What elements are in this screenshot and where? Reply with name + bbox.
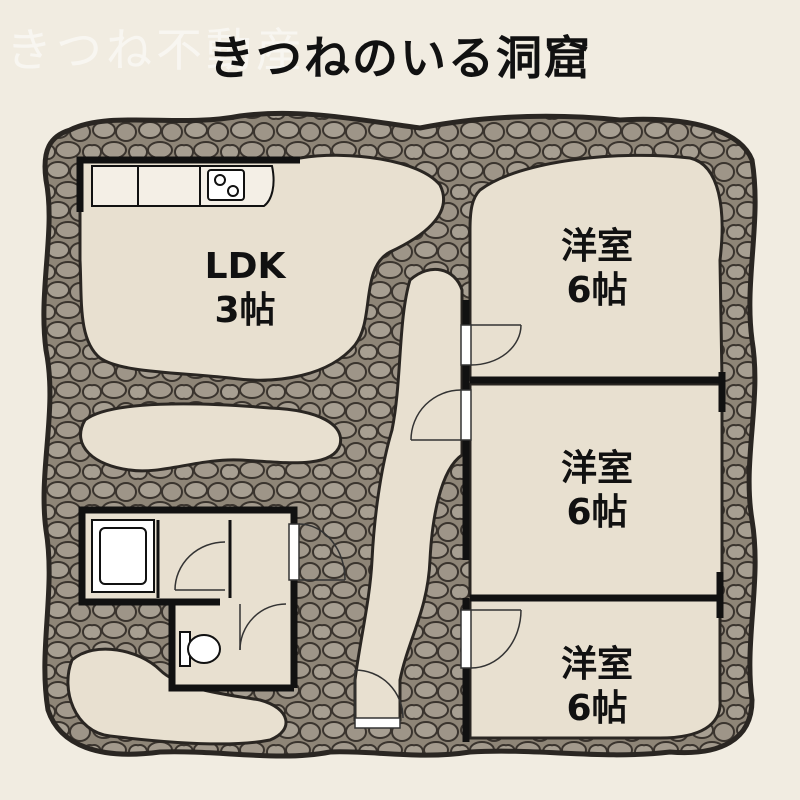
walls (76, 156, 726, 742)
bedroom-1-name: 洋室 (561, 226, 633, 267)
bedroom-3-name: 洋室 (561, 644, 633, 685)
bedroom-3-size: 6帖 (566, 688, 627, 729)
bedroom-2-name: 洋室 (561, 448, 633, 489)
door-entrance (354, 669, 404, 729)
door-bedroom-3 (460, 609, 522, 669)
kitchen-counter-icon (91, 165, 275, 207)
stove-icon (207, 169, 245, 201)
door-bath (174, 541, 226, 591)
bedroom-3-floor (468, 598, 722, 740)
side-cave-lower (66, 647, 288, 746)
door-bedroom-2 (410, 389, 472, 441)
doors (174, 324, 522, 729)
ldk-name: LDK (205, 246, 287, 287)
ldk-size: 3帖 (214, 290, 275, 331)
bedroom-2-size: 6帖 (566, 492, 627, 533)
bedroom-2-floor (468, 382, 724, 598)
toilet-icon (179, 631, 221, 667)
bedroom-1-size: 6帖 (566, 270, 627, 311)
side-cave-upper (79, 402, 343, 473)
watermark: きつね不動産 (6, 23, 306, 77)
door-toilet (239, 603, 287, 651)
page-title: きつねのいる洞窟 (208, 31, 592, 85)
door-washroom (288, 523, 346, 581)
bathtub-icon (91, 519, 155, 593)
door-bedroom-1 (460, 324, 522, 366)
bedroom-1-floor (468, 153, 724, 382)
ldk-floor (78, 153, 446, 382)
